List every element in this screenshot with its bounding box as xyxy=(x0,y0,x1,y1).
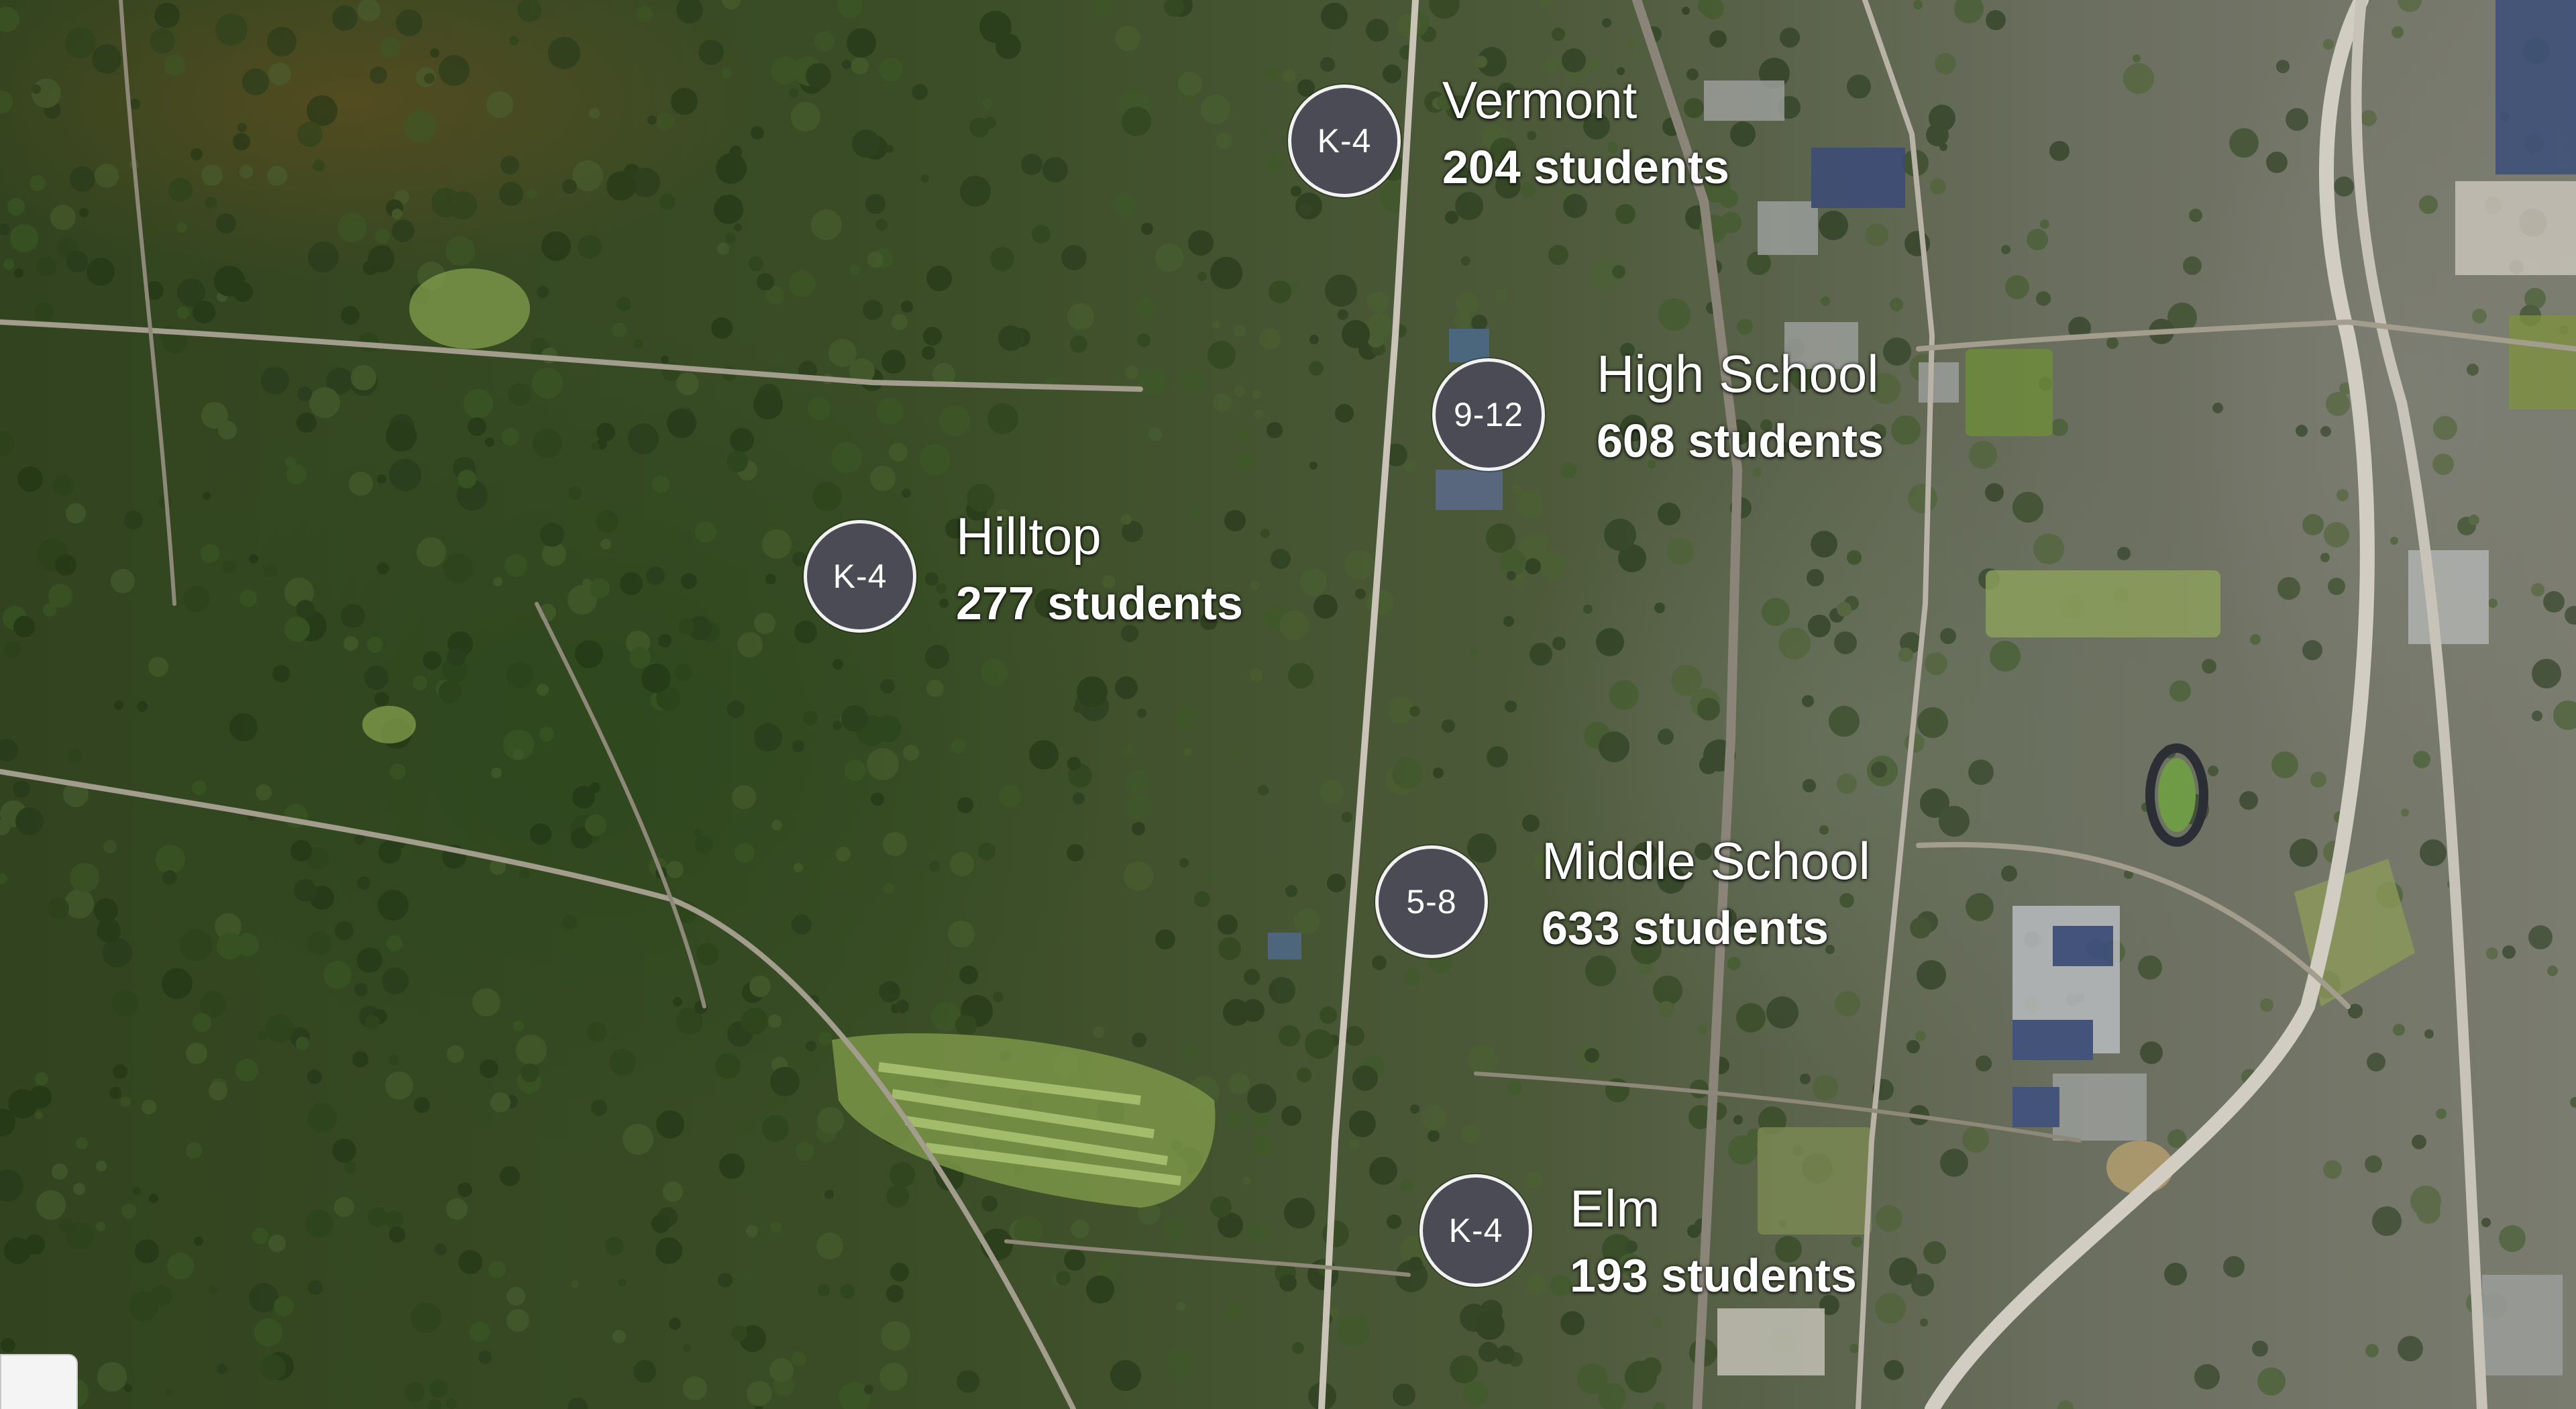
golf-fairways xyxy=(878,1062,1181,1186)
school-name: Hilltop xyxy=(956,507,1102,566)
school-label-hilltop: Hilltop 277 students xyxy=(956,510,1243,627)
student-count: 277 students xyxy=(956,577,1243,629)
school-marker-high-school[interactable]: 9-12 xyxy=(1432,358,1545,471)
grade-badge-text: 5-8 xyxy=(1406,883,1457,921)
student-count: 193 students xyxy=(1570,1249,1857,1302)
school-name: Elm xyxy=(1570,1179,1660,1238)
student-count: 608 students xyxy=(1597,415,1884,467)
grade-badge-text: K-4 xyxy=(1448,1212,1503,1249)
running-track xyxy=(2145,743,2208,847)
map-corner-control[interactable] xyxy=(0,1354,78,1409)
school-label-middle-school: Middle School 633 students xyxy=(1542,835,1870,951)
school-label-high-school: High School 608 students xyxy=(1597,348,1884,464)
grade-badge-text: 9-12 xyxy=(1453,396,1524,433)
school-name: Vermont xyxy=(1442,70,1638,129)
school-label-elm: Elm 193 students xyxy=(1570,1182,1857,1299)
grade-badge-text: K-4 xyxy=(833,558,888,595)
school-name: Middle School xyxy=(1542,831,1870,890)
buildings xyxy=(1268,0,2576,1375)
school-marker-hilltop[interactable]: K-4 xyxy=(804,520,916,633)
school-name: High School xyxy=(1597,344,1879,403)
school-label-vermont: Vermont 204 students xyxy=(1442,74,1729,191)
grade-badge-text: K-4 xyxy=(1317,122,1372,160)
school-marker-vermont[interactable]: K-4 xyxy=(1288,85,1401,197)
school-marker-elm[interactable]: K-4 xyxy=(1419,1174,1532,1287)
student-count: 633 students xyxy=(1542,902,1829,954)
school-marker-middle-school[interactable]: 5-8 xyxy=(1375,845,1488,958)
student-count: 204 students xyxy=(1442,141,1729,193)
